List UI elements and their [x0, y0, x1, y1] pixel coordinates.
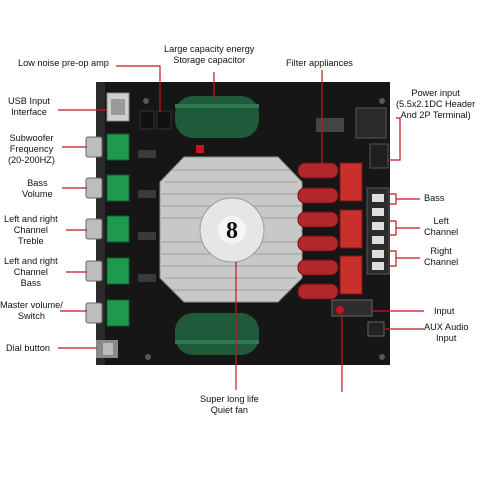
label-dial-button: Dial button	[6, 343, 50, 353]
preop-chip	[139, 110, 155, 130]
label-power-input: Power input (5.5x2.1DC Header And 2P Ter…	[396, 88, 476, 120]
label-bass-volume: Bass Volume	[22, 178, 53, 199]
knobs	[85, 136, 103, 324]
label-fan: Super long life Quiet fan	[200, 394, 259, 415]
label-filter: Filter appliances	[286, 58, 353, 68]
label-input: Input	[434, 306, 455, 316]
label-preop-amp: Low noise pre-op amp	[18, 58, 109, 68]
filter-inductors	[297, 162, 339, 300]
label-left-channel: Left Channel	[424, 216, 459, 237]
label-subwoofer: Subwoofer Frequency (20-200HZ)	[8, 133, 55, 165]
label-bass-output: Bass	[424, 193, 445, 203]
storage-capacitor-bottom	[175, 313, 259, 355]
label-treble: Left and right Channel Treble	[4, 214, 58, 246]
label-channel-bass: Left and right Channel Bass	[4, 256, 58, 288]
dc-jack	[355, 107, 387, 139]
label-usb: USB Input Interface	[8, 96, 50, 117]
label-aux-input: AUX Audio Input	[424, 322, 469, 343]
label-right-channel: Right Channel	[424, 246, 459, 267]
label-capacitor: Large capacity energy Storage capacitor	[164, 44, 255, 65]
storage-capacitor-top	[175, 96, 259, 138]
pointer-lines	[58, 65, 424, 392]
svg-text:8: 8	[226, 218, 238, 244]
label-master-volume: Master volume/ Switch	[0, 300, 63, 321]
potentiometers	[106, 133, 130, 327]
